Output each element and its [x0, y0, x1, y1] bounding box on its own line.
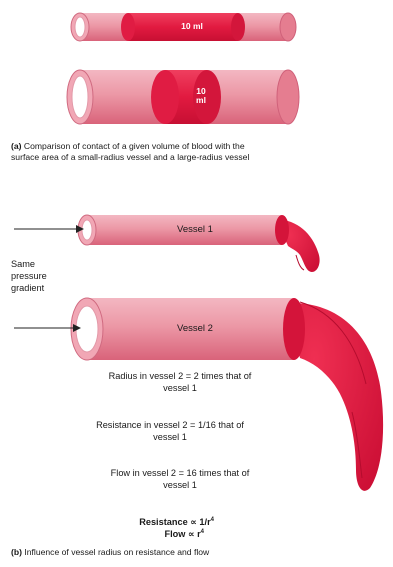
flow-statement-line2: vessel 1: [70, 479, 290, 491]
flow-formula: Flow ∝ r4: [100, 526, 204, 540]
caption-b-tag: (b): [11, 547, 22, 557]
flow-statement: Flow in vessel 2 = 16 times that of vess…: [70, 467, 290, 491]
resistance-statement: Resistance in vessel 2 = 1/16 that of ve…: [50, 419, 290, 443]
pressure-gradient-label: Same pressure gradient: [11, 258, 47, 294]
caption-b: (b) Influence of vessel radius on resist…: [11, 547, 386, 558]
formula-flow-exponent: 4: [201, 529, 204, 535]
pressure-label-line-1: Same: [11, 258, 47, 270]
small-vessel-volume-label: 10 ml: [172, 21, 212, 31]
proportional-symbol-2: ∝: [188, 529, 195, 539]
large-vessel: [67, 70, 299, 124]
caption-a-line1: Comparison of contact of a given volume …: [24, 141, 245, 151]
caption-b-text: Influence of vessel radius on resistance…: [24, 547, 209, 557]
radius-statement-line1: Radius in vessel 2 = 2 times that of: [60, 370, 300, 382]
formula-resistance-exponent: 4: [211, 517, 214, 523]
flow-statement-line1: Flow in vessel 2 = 16 times that of: [70, 467, 290, 479]
caption-a: (a) Comparison of contact of a given vol…: [11, 141, 386, 163]
resistance-statement-line1: Resistance in vessel 2 = 1/16 that of: [50, 419, 290, 431]
resistance-statement-line2: vessel 1: [50, 431, 290, 443]
large-vessel-volume-label: 10 ml: [189, 87, 213, 105]
pressure-label-line-3: gradient: [11, 282, 47, 294]
vessel-2-label: Vessel 2: [160, 323, 230, 334]
pressure-label-line-2: pressure: [11, 270, 47, 282]
large-vessel-volume-unit: ml: [189, 96, 213, 105]
radius-statement-line2: vessel 1: [60, 382, 300, 394]
formula-flow-label: Flow: [164, 529, 185, 539]
caption-a-tag: (a): [11, 141, 22, 151]
vessel-1-label: Vessel 1: [160, 224, 230, 235]
caption-a-line2: surface area of a small-radius vessel an…: [11, 152, 386, 163]
radius-statement: Radius in vessel 2 = 2 times that of ves…: [60, 370, 300, 394]
